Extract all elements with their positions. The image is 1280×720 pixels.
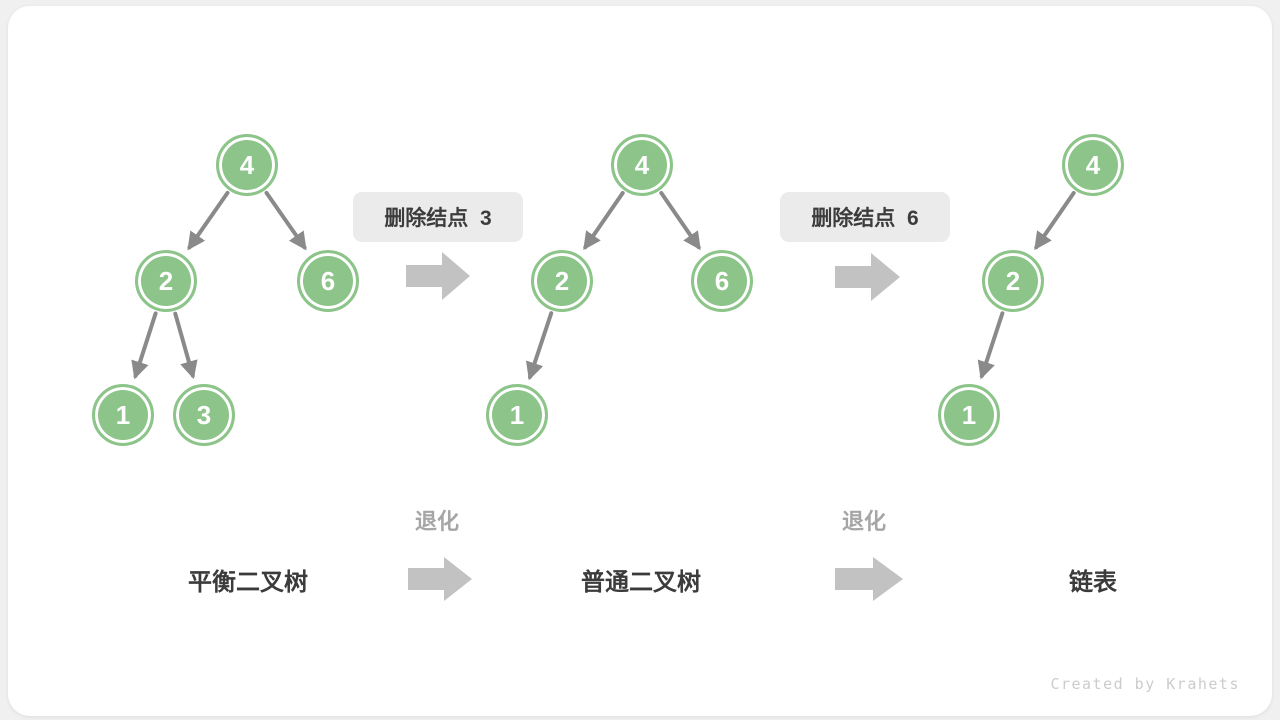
tree-node: 4 bbox=[611, 134, 673, 196]
stage-label-linked-list: 链表 bbox=[1069, 569, 1117, 596]
tree-node: 4 bbox=[216, 134, 278, 196]
tree-node: 3 bbox=[173, 384, 235, 446]
stage-label-ordinary-tree: 普通二叉树 bbox=[581, 569, 701, 596]
tree-node: 6 bbox=[691, 250, 753, 312]
degrade-caption-2: 退化 bbox=[841, 509, 886, 534]
tree-node: 2 bbox=[135, 250, 197, 312]
tree-node: 4 bbox=[1062, 134, 1124, 196]
degrade-caption-1: 退化 bbox=[414, 509, 459, 534]
tree-node: 2 bbox=[982, 250, 1044, 312]
tree-node: 6 bbox=[297, 250, 359, 312]
tree-node: 1 bbox=[938, 384, 1000, 446]
credit-text: Created by Krahets bbox=[1050, 675, 1240, 693]
tree-node: 1 bbox=[92, 384, 154, 446]
stage-label-balanced-tree: 平衡二叉树 bbox=[188, 569, 308, 596]
badge-delete-node-6: 删除结点 6 bbox=[780, 192, 950, 242]
tree-node: 2 bbox=[531, 250, 593, 312]
badge-delete-node-3: 删除结点 3 bbox=[353, 192, 523, 242]
card bbox=[8, 6, 1272, 716]
tree-node: 1 bbox=[486, 384, 548, 446]
